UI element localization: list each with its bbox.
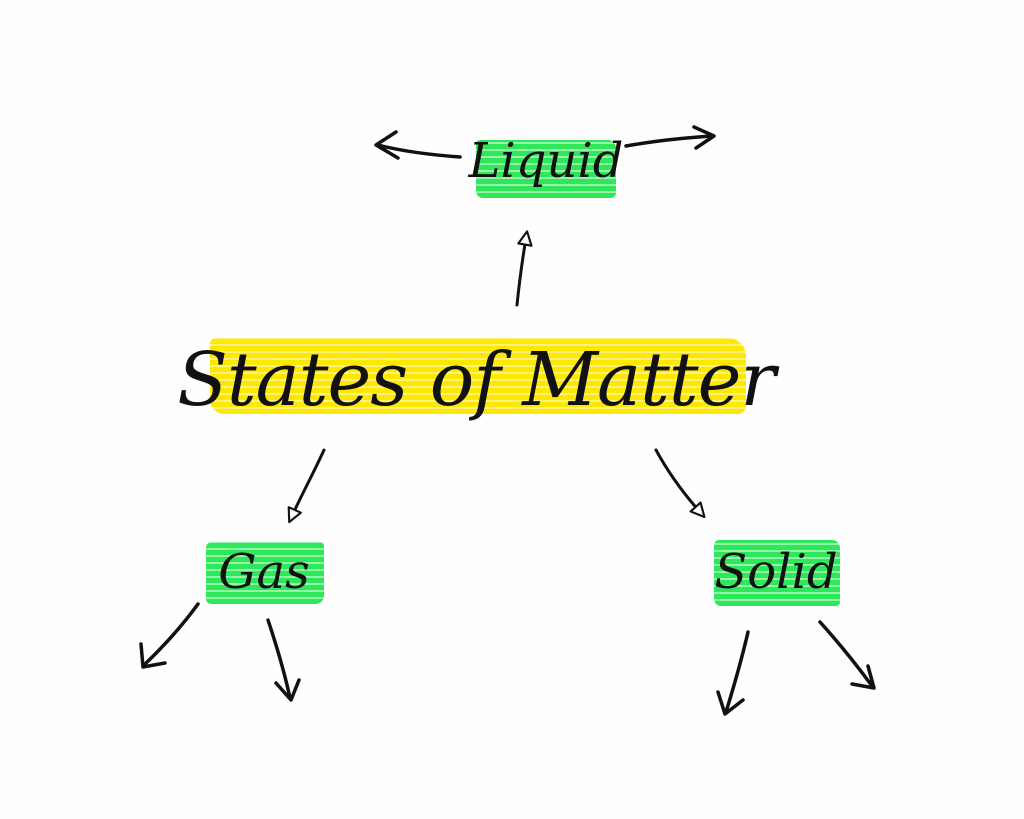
node-liquid: Liquid bbox=[468, 118, 624, 204]
liquid-highlight bbox=[476, 140, 616, 198]
arrow-gas-down-branch bbox=[266, 618, 301, 702]
node-label-liquid: Liquid bbox=[468, 133, 624, 189]
arrow-liquid-right-branch bbox=[624, 125, 716, 150]
arrow-center-to-solid bbox=[654, 448, 706, 519]
arrow-solid-down-branch bbox=[716, 630, 750, 716]
center-highlight bbox=[210, 338, 746, 414]
node-states-of-matter: States of Matter bbox=[177, 330, 776, 430]
node-label-solid: Solid bbox=[714, 544, 838, 600]
arrow-liquid-left-branch bbox=[374, 130, 462, 160]
gas-highlight bbox=[206, 542, 324, 604]
node-gas: Gas bbox=[196, 530, 332, 614]
arrow-gas-left-branch bbox=[139, 602, 200, 669]
arrow-solid-right-branch bbox=[818, 620, 876, 690]
node-solid: Solid bbox=[704, 530, 848, 614]
arrow-center-to-liquid bbox=[515, 230, 533, 307]
solid-highlight bbox=[714, 540, 840, 606]
arrow-center-to-gas bbox=[287, 448, 326, 524]
node-label-center: States of Matter bbox=[177, 337, 776, 423]
node-label-gas: Gas bbox=[218, 544, 310, 600]
